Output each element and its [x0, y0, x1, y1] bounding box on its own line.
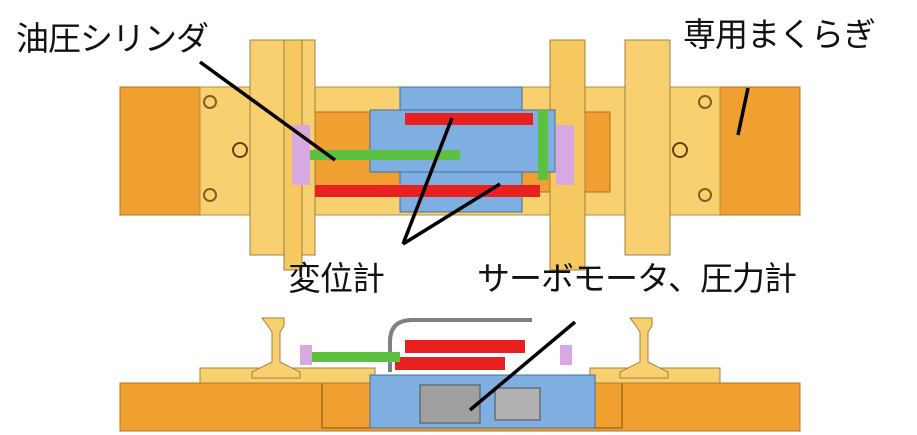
hose	[388, 318, 532, 372]
cylinder-side-bottom	[395, 357, 505, 370]
bolt	[203, 95, 217, 109]
insulator-side	[300, 345, 312, 365]
label-dedicated-sleeper: 専用まくらぎ	[683, 15, 876, 54]
side-view	[119, 317, 801, 432]
leader-hydraulic-cylinder	[198, 60, 337, 162]
rod-top	[310, 150, 460, 160]
label-servo-motor-pressure-gauge: サーボモータ、圧力計	[477, 259, 797, 298]
rod-side	[305, 352, 400, 362]
label-hydraulic-cylinder: 油圧シリンダ	[16, 19, 209, 58]
leader-displacement-2	[402, 182, 501, 246]
clip	[672, 142, 688, 158]
bolt	[203, 188, 217, 202]
leader-displacement-1	[401, 117, 454, 245]
cylinder-top	[405, 113, 533, 125]
cylinder-bottom	[315, 185, 540, 197]
top-view	[119, 39, 801, 271]
cylinder-side-top	[405, 340, 525, 353]
bolt	[698, 95, 712, 109]
rail-profile-right	[619, 317, 669, 379]
leader-lines	[198, 60, 750, 412]
insulator-right	[556, 125, 574, 185]
leader-servo	[468, 320, 577, 412]
rod-vertical	[538, 110, 548, 180]
rail-profile-left	[251, 317, 301, 379]
pressure-gauge	[494, 387, 541, 421]
leader-sleeper	[736, 87, 750, 136]
servo-motor	[419, 384, 481, 424]
clip	[232, 142, 248, 158]
rail-right-outer	[624, 39, 671, 256]
label-displacement-meter: 変位計	[288, 259, 385, 298]
insulator-side	[560, 345, 572, 365]
bolt	[698, 188, 712, 202]
